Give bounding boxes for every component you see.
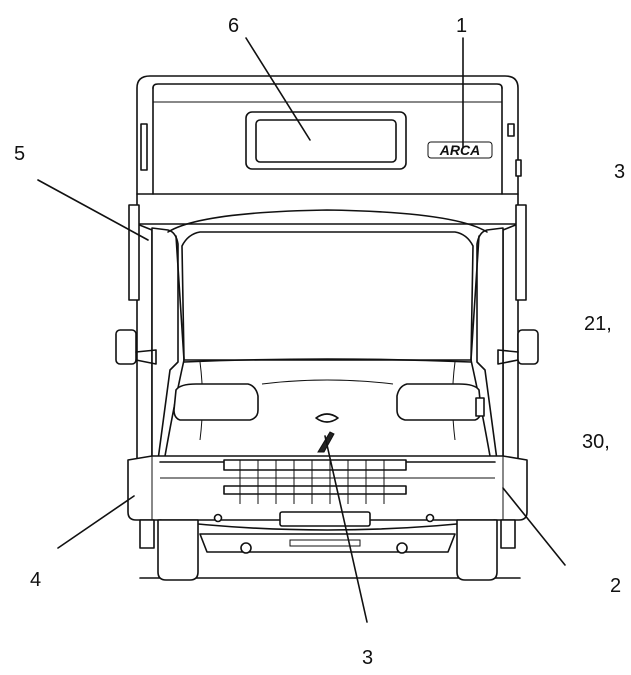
brand-logo: ARCA bbox=[427, 141, 493, 159]
callout-5: 5 bbox=[14, 143, 25, 165]
leader-2 bbox=[502, 487, 566, 566]
front-bumper bbox=[127, 455, 528, 531]
callout-6: 6 bbox=[228, 15, 239, 37]
side-fragment-2: 21, bbox=[584, 313, 612, 335]
callout-leaders bbox=[37, 37, 566, 623]
leader-3 bbox=[324, 435, 368, 623]
side-fragment-1: 3 bbox=[614, 161, 625, 183]
callout-labels: 1 2 3 4 5 6 bbox=[14, 15, 621, 669]
side-fragment-3: 30, bbox=[582, 431, 610, 453]
chassis-lower bbox=[199, 533, 456, 554]
front-window bbox=[245, 111, 407, 170]
leader-5 bbox=[37, 179, 149, 241]
cab-body bbox=[128, 204, 527, 471]
leader-6 bbox=[245, 37, 311, 141]
callout-1: 1 bbox=[456, 15, 467, 37]
wheels bbox=[139, 519, 516, 581]
callout-2: 2 bbox=[610, 575, 621, 597]
callout-4: 4 bbox=[30, 569, 41, 591]
leader-4 bbox=[57, 495, 135, 549]
side-text-fragments: 3 21, 30, bbox=[582, 161, 625, 453]
wing-mirrors bbox=[115, 329, 539, 365]
callout-3: 3 bbox=[362, 647, 373, 669]
brand-logo-text: ARCA bbox=[439, 142, 480, 158]
